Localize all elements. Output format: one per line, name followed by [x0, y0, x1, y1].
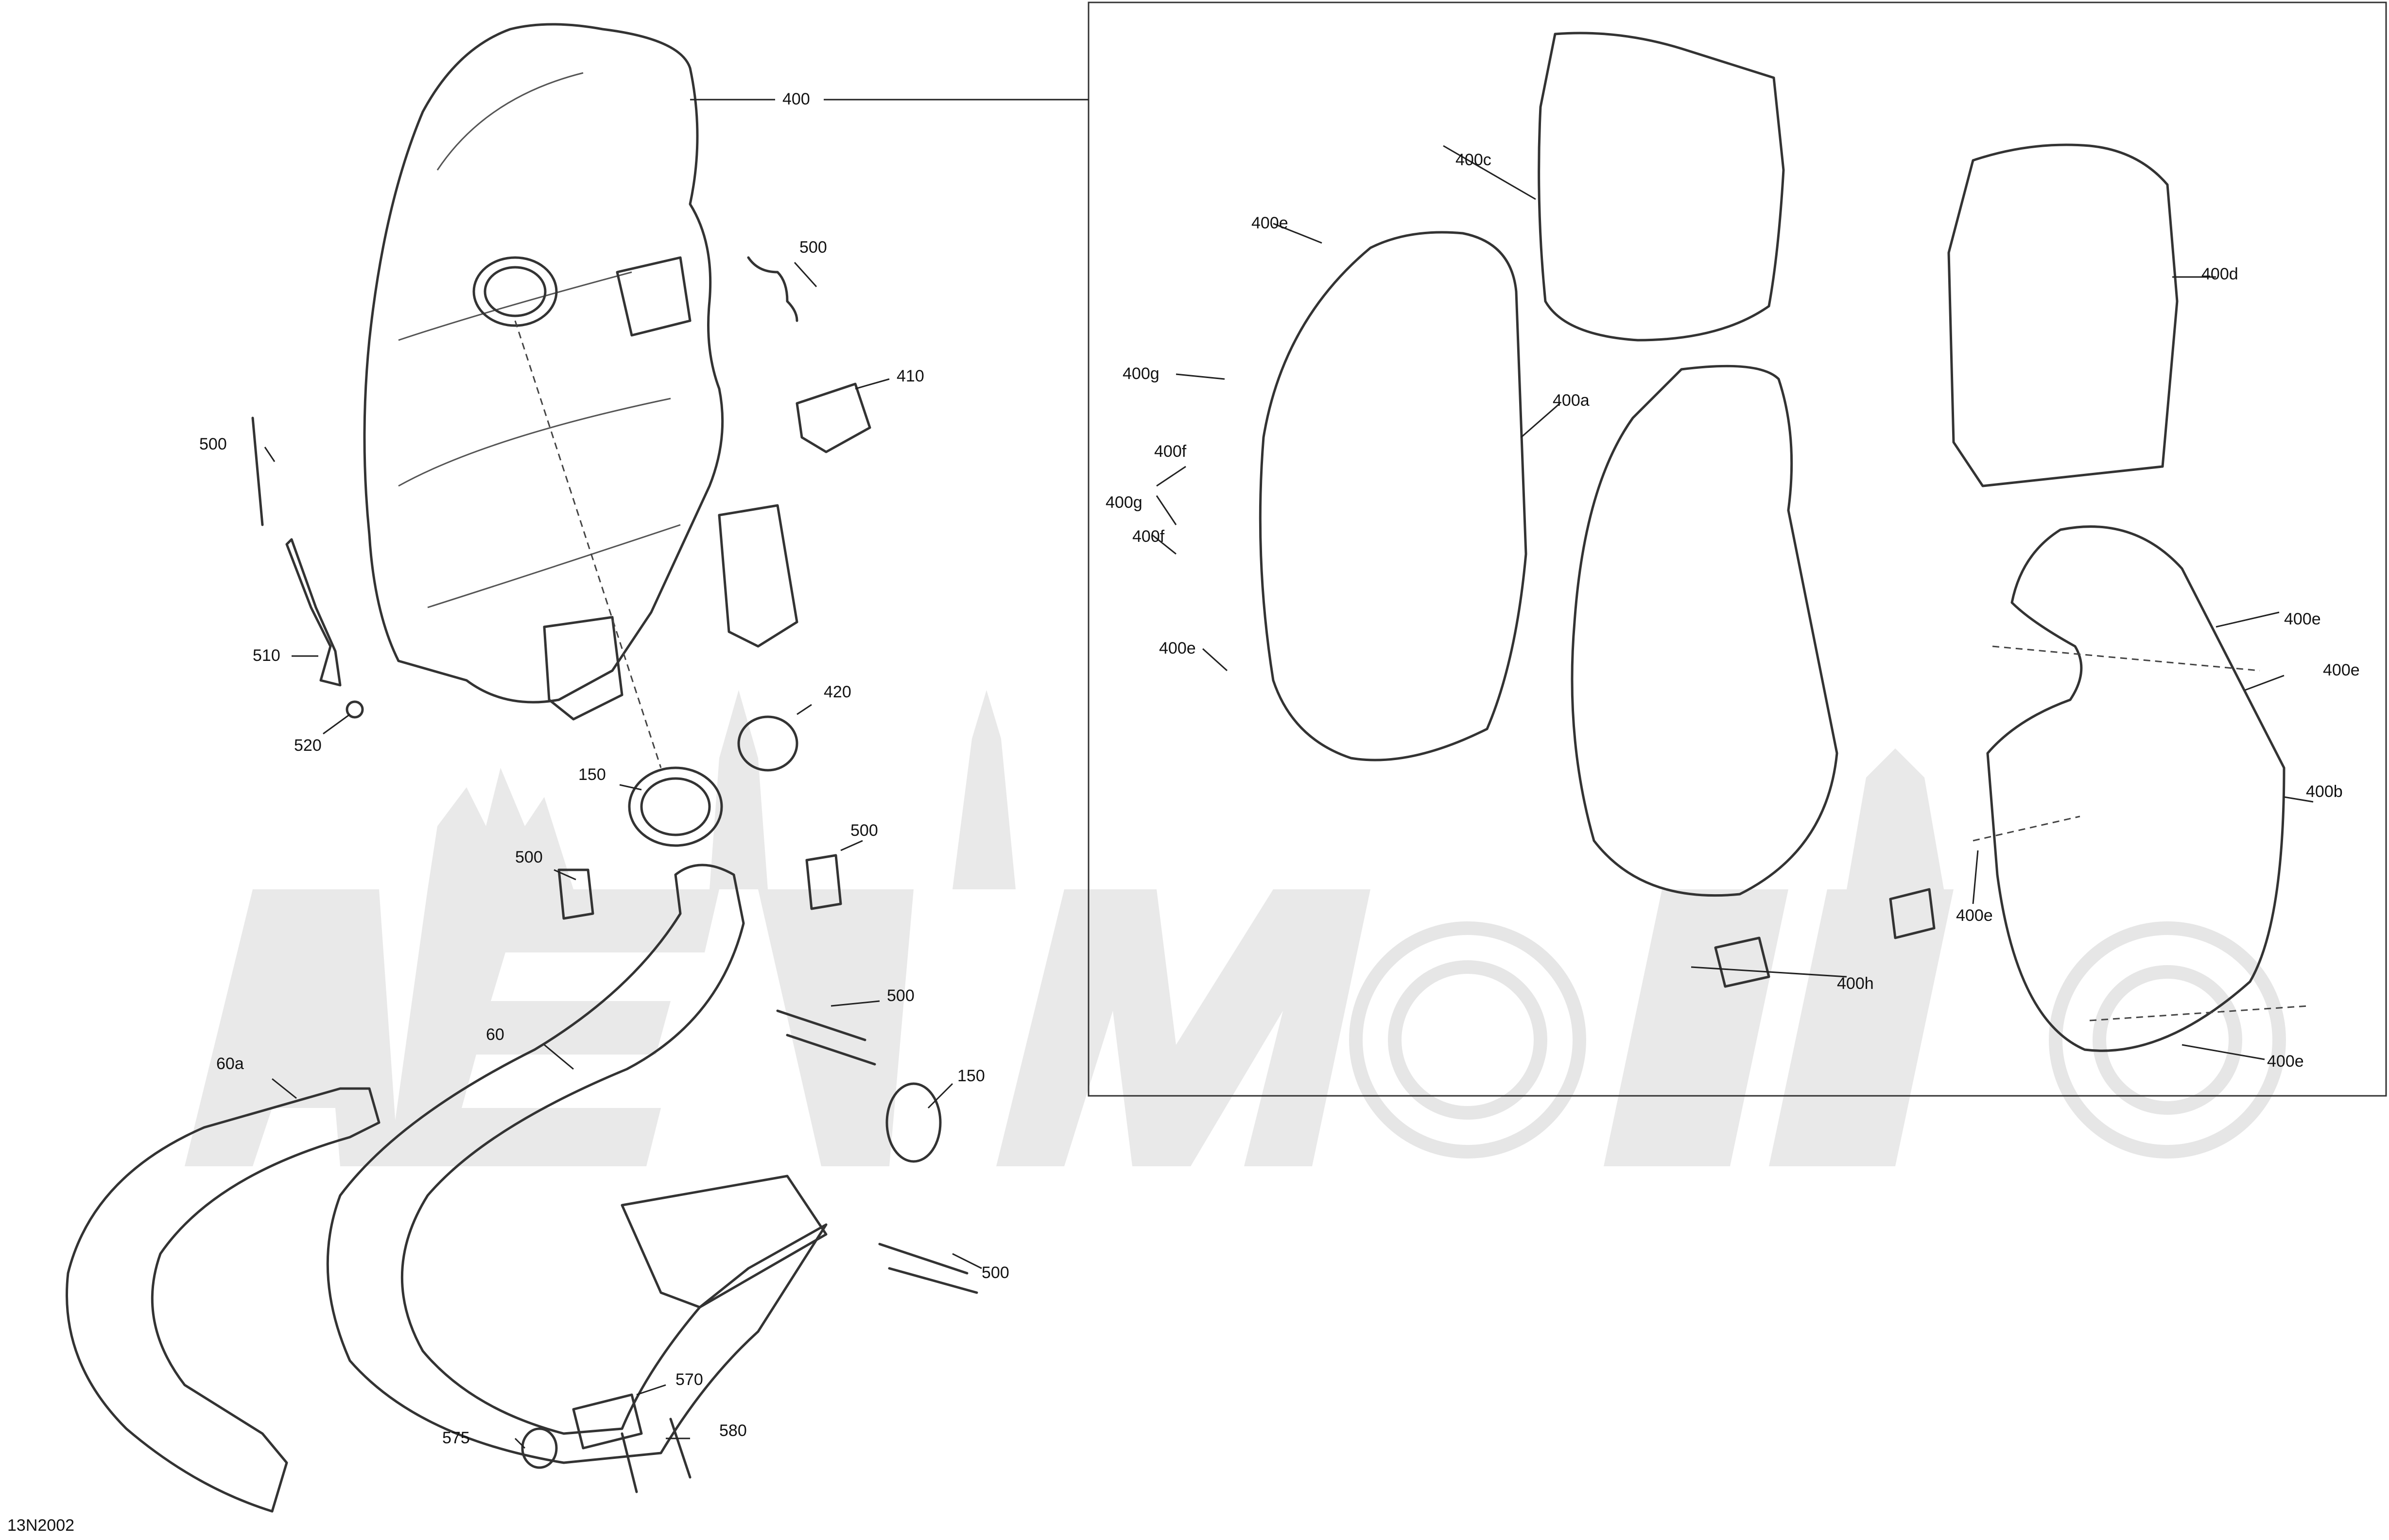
callout-510: 510 — [253, 646, 280, 665]
callout-570: 570 — [675, 1370, 703, 1389]
callout-400e: 400e — [1956, 906, 1993, 925]
watermark-logo — [185, 690, 2286, 1166]
detail-inset-frame — [1088, 1, 2387, 1097]
muffler-assembly — [363, 23, 798, 768]
callout-labels: 400 500 410 500 510 520 420 150 500 500 … — [199, 90, 2360, 1447]
callout-60: 60 — [486, 1025, 504, 1044]
inset-cover-400a — [1259, 231, 1527, 761]
callout-520: 520 — [294, 736, 322, 755]
exhaust-pipe-60 — [326, 864, 828, 1464]
bracket-510 — [285, 538, 364, 719]
inset-cover-400b — [1986, 525, 2285, 1052]
callout-400: 400 — [782, 90, 810, 108]
plug-420 — [737, 715, 798, 772]
springs — [251, 256, 978, 1294]
diagram-code: 13N2002 — [7, 1516, 74, 1535]
callout-500: 500 — [799, 238, 827, 257]
callout-400b: 400b — [2306, 782, 2343, 801]
inset-muffler-body — [1571, 364, 1838, 897]
callout-410: 410 — [897, 367, 924, 385]
mount-570-575-580 — [521, 1393, 692, 1493]
callout-500: 500 — [887, 986, 915, 1005]
heat-shield-60a — [66, 1087, 381, 1513]
ring-150 — [628, 766, 942, 1163]
callout-580: 580 — [719, 1421, 747, 1440]
clip-410 — [796, 382, 871, 453]
callout-400e: 400e — [2323, 661, 2360, 679]
callout-400c: 400c — [1455, 151, 1491, 169]
callout-60a: 60a — [216, 1055, 244, 1073]
callout-500: 500 — [515, 848, 543, 866]
callout-400e: 400e — [1251, 214, 1288, 232]
callout-500: 500 — [199, 435, 227, 453]
callout-400a: 400a — [1553, 391, 1590, 410]
callout-400f: 400f — [1132, 527, 1165, 546]
inset-plate-400c — [1538, 32, 1785, 342]
callout-150: 150 — [578, 765, 606, 784]
inset-plate-400d — [1947, 143, 2179, 487]
callout-150: 150 — [957, 1067, 985, 1085]
callout-400e: 400e — [2284, 610, 2321, 628]
callout-500: 500 — [982, 1263, 1009, 1282]
callout-400h: 400h — [1837, 974, 1874, 993]
callout-400f: 400f — [1154, 442, 1187, 461]
callout-400g: 400g — [1123, 364, 1160, 383]
callout-575: 575 — [442, 1429, 470, 1447]
callout-400d: 400d — [2201, 265, 2238, 283]
callout-400e: 400e — [2267, 1052, 2304, 1071]
callout-500: 500 — [850, 821, 878, 840]
callout-420: 420 — [824, 683, 851, 701]
callout-400g: 400g — [1106, 493, 1143, 512]
leader-lines — [264, 99, 2314, 1449]
inset-blocks-400h — [1714, 888, 1936, 988]
callout-400e: 400e — [1159, 639, 1196, 658]
